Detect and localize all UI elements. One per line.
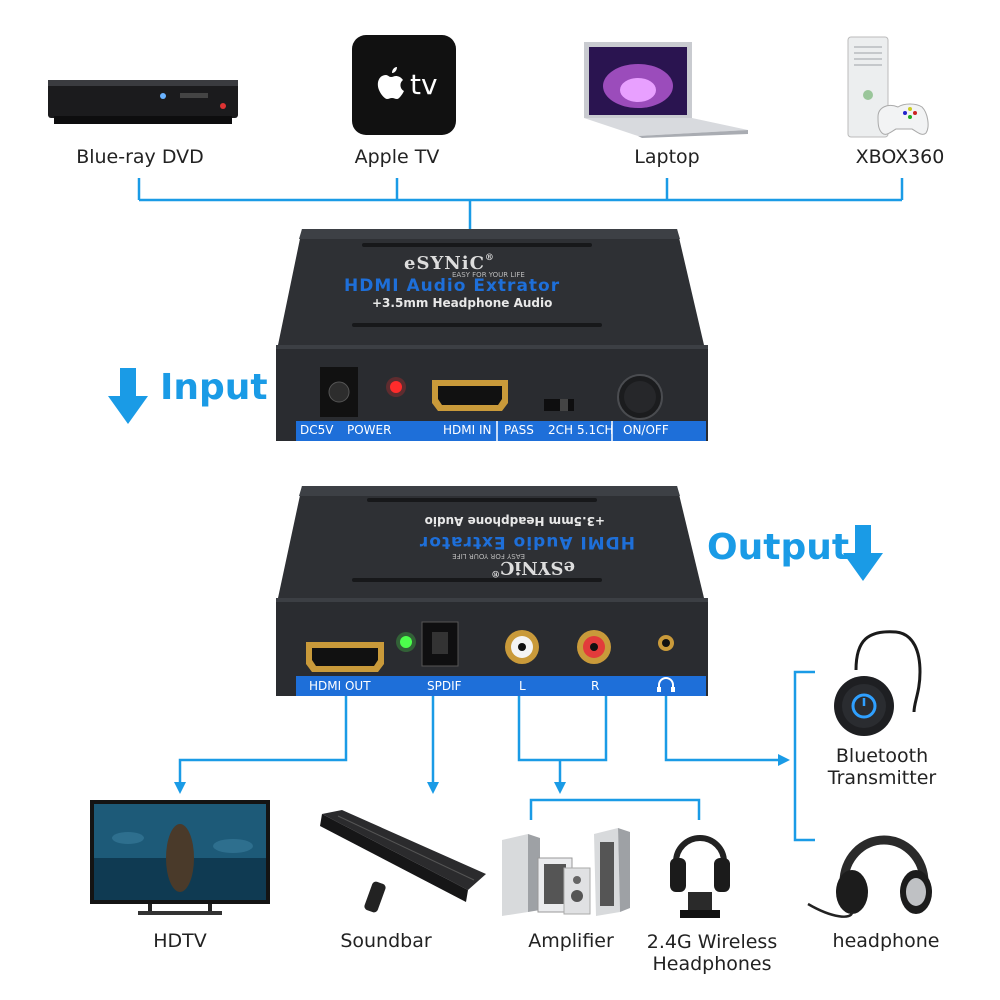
input-device-tagline: EASY FOR YOUR LIFE (452, 271, 525, 279)
output-panel-spdif: SPDIF (427, 679, 462, 693)
brand-text: eSYNiC (500, 557, 575, 578)
source-label-appletv: Apple TV (354, 146, 440, 168)
input-device (276, 229, 708, 441)
input-panel-pass: PASS (504, 423, 534, 437)
source-dvd (40, 60, 240, 170)
output-hdtv (88, 798, 272, 918)
source-appletv: tv (352, 35, 456, 135)
output-label-bt-line2: Transmitter (827, 767, 937, 789)
wireless-headphones-icon (670, 835, 730, 918)
xbox360-icon (847, 36, 929, 138)
source-xbox (840, 35, 930, 140)
input-label: Input (160, 367, 268, 408)
input-device-brand: eSYNiC® (404, 253, 495, 274)
source-label-laptop: Laptop (634, 146, 700, 168)
source-label-xbox: XBOX360 (855, 146, 945, 168)
amplifier-icon (502, 828, 630, 916)
brand-reg: ® (484, 253, 495, 263)
headphone-icon (807, 835, 932, 918)
input-panel-hdmi-in: HDMI IN (443, 423, 492, 437)
output-device-tagline: EASY FOR YOUR LIFE (452, 552, 525, 560)
source-label-dvd: Blue-ray DVD (76, 146, 204, 168)
output-bt (826, 620, 936, 738)
output-device-brand: eSYNiC® (491, 557, 575, 578)
input-panel-dc: DC5V (300, 423, 334, 437)
output-soundbar (318, 810, 488, 920)
output-wireless (666, 812, 734, 922)
output-panel-left: L (519, 679, 526, 693)
output-label-soundbar: Soundbar (340, 930, 432, 952)
input-arrow-icon (108, 368, 148, 424)
output-device-text-group: +3.5mm Headphone Audio HDMI Audio Extrat… (340, 504, 640, 584)
apple-tv-icon (352, 35, 456, 135)
output-device-subtitle: +3.5mm Headphone Audio (424, 514, 605, 528)
output-label-wireless-line2: Headphones (652, 953, 772, 975)
input-panel-power: POWER (347, 423, 392, 437)
bluetooth-transmitter-icon (834, 630, 922, 736)
output-label-headphone: headphone (832, 930, 940, 952)
output-arrow-icon (843, 525, 883, 581)
brand-text: eSYNiC (404, 253, 485, 274)
source-laptop (580, 38, 750, 138)
input-panel-2ch: 2CH (548, 423, 574, 437)
output-panel-hdmi-out: HDMI OUT (309, 679, 371, 693)
laptop-icon (584, 42, 748, 138)
input-device-subtitle: +3.5mm Headphone Audio (372, 296, 553, 310)
apple-tv-logo-text: tv (410, 68, 438, 101)
brand-reg: ® (491, 568, 501, 578)
output-label-bt-line1: Bluetooth (835, 745, 929, 767)
hdtv-icon (90, 800, 270, 915)
output-device (276, 486, 708, 696)
output-label-wireless-line1: 2.4G Wireless (646, 931, 778, 953)
soundbar-icon (320, 810, 486, 913)
output-headphone (802, 812, 952, 924)
output-label-hdtv: HDTV (153, 930, 207, 952)
output-amplifier (498, 820, 640, 920)
input-device-title: HDMI Audio Extrator (344, 276, 561, 296)
output-label: Output (707, 527, 850, 568)
bluray-player-icon (48, 80, 238, 124)
output-panel-right: R (591, 679, 600, 693)
output-label-amplifier: Amplifier (528, 930, 614, 952)
input-panel-onoff: ON/OFF (623, 423, 669, 437)
input-panel-51ch: 5.1CH (577, 423, 614, 437)
output-device-title: HDMI Audio Extrator (418, 532, 635, 552)
